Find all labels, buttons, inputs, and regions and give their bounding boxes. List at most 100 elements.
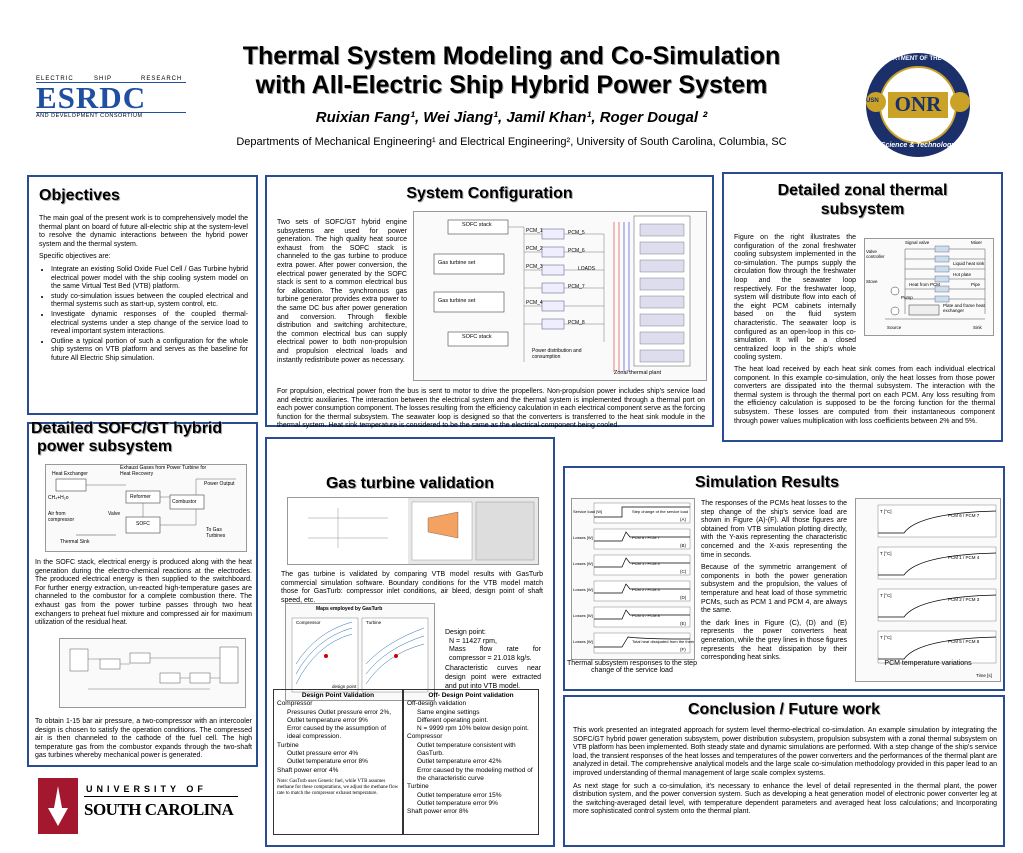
subplot-frame [877,630,997,664]
characteristic-text: Characteristic curves near design point … [445,665,541,690]
label-liquid-heat-sink: Liquid heat sink [953,261,985,266]
series-line [594,609,690,620]
label-pcm1: PCM_1 [526,228,543,234]
design-point-mass: Mass flow rate for compressor = 21.018 k… [449,646,541,662]
table-row: Outlet temperature error 9% [417,799,498,807]
objectives-body: The main goal of the present work is to … [39,215,248,365]
subplot-tag: (C) [680,569,687,574]
table-turbine: Turbine [277,741,299,749]
objectives-panel: Objectives The main goal of the present … [27,175,258,415]
label-pcm2: PCM_2 [526,246,543,252]
zonal-title-line2: subsystem [820,201,905,218]
list-item: Investigate dynamic responses of the cou… [51,311,248,337]
design-point-table: Design Point Validation Compressor Press… [273,689,403,835]
onr-ring-bottom: Science & Technology [880,142,956,149]
y-axis-label: Losses [W] [573,639,593,644]
esrdc-top-mid: SHIP [94,76,113,82]
label-sofc-stack-bottom: SOFC stack [462,334,492,340]
objectives-title: Objectives [39,187,120,204]
y-axis-label: T [°C] [880,635,891,640]
simulation-title: Simulation Results [695,474,840,491]
table-off: Off-design validation [407,700,467,708]
zonal-text1: Figure on the right illustrates the conf… [734,234,856,362]
label-hot-plate: Hot plate [953,272,972,277]
subplot-frame [593,528,691,550]
simulation-text1: The responses of the PCMs heat losses to… [701,500,847,559]
subplot-tag: (B) [680,543,687,548]
table-shaft: Shaft power error 4% [277,767,399,775]
map-design-point: design point [332,684,357,689]
y-axis-label: Losses [W] [573,561,593,566]
thermal-response-figure: Service load [W]Step change of the servi… [571,498,709,660]
subplot-annotation: PCM 6 / PCM 7 [948,513,980,518]
label-heat-exchanger: Heat Exchanger [52,471,88,477]
y-axis-label: Losses [W] [573,613,593,618]
design-point-block: Design point: N = 11427 rpm, Mass flow r… [445,629,541,691]
conclusion-title: Conclusion / Future work [687,701,880,718]
label-sink: Sink [973,325,982,330]
subplot-tag: (A) [680,517,687,522]
label-signal-valve: Signal valve [905,240,930,245]
y-axis-label: Losses [W] [573,587,593,592]
subplot-frame [593,632,691,654]
y-axis-label: T [°C] [880,509,891,514]
label-loads: LOADS [578,266,595,272]
label-pcm7: PCM_7 [568,284,585,290]
map-compressor: Compressor [296,620,321,625]
series-line [594,531,690,542]
system-config-title: System Configuration [406,185,573,202]
esrdc-top-right: RESEARCH [141,76,183,82]
subplot-annotation: PCM 2 / PCM 3 [948,597,980,602]
simulation-panel: Simulation Results Service load [W]Step … [563,466,1005,691]
label-gas-turbine-top: Gas turbine set [438,260,476,266]
subplot-frame [593,606,691,628]
poster-title-line1: Thermal System Modeling and Co-Simulatio… [242,42,781,70]
subplot-frame [877,504,997,538]
x-axis-label: Time [s] [976,673,992,678]
simulation-text2: Because of the symmetric arrangement of … [701,564,847,615]
series-line [594,583,690,594]
label-thermal-sink: Thermal Sink [60,539,90,545]
label-pump: Pump [901,295,913,300]
onr-ring-top: DEPARTMENT OF THE NAVY [876,56,960,62]
subplot-frame [593,502,691,524]
zonal-panel: Detailed zonal thermal subsystem Figure … [722,172,1003,442]
system-config-bottom-text: For propulsion, electrical power from th… [277,388,705,430]
map-turbine: Turbine [366,620,382,625]
sofc-text2: To obtain 1-15 bar air pressure, a two-c… [35,718,252,760]
subplot-tag: (E) [680,621,687,626]
label-pcm4: PCM_4 [526,300,543,306]
zonal-title-line1: Detailed zonal thermal [777,182,948,199]
label-sofc-stack-top: SOFC stack [462,222,492,228]
subplot-annotation: PCM 1 / PCM 4 [948,555,980,560]
subplot-annotation: PCM 5 / PCM 8 [632,613,661,618]
system-config-diagram: SOFC stack SOFC stack Gas turbine set Ga… [413,211,707,381]
label-plate-hx: Plate and frame heat exchanger [943,303,985,313]
list-item: Integrate an existing Solid Oxide Fuel C… [51,266,248,292]
zonal-text2: The heat load received by each heat sink… [734,366,995,425]
label-valve-controller: Valve controller [866,249,885,259]
table-title: Off- Design Point validation [428,692,514,699]
design-point-label: Design point: [445,629,486,636]
label-pipe: Pipe [971,282,981,287]
objectives-intro: The main goal of the present work is to … [39,215,248,248]
usc-top-text: UNIVERSITY OF [86,784,207,794]
table-row: Outlet temperature consistent with GasTu… [417,741,516,758]
table-turbine: Turbine [407,783,429,791]
label-air-from-compressor: Air from compressor [48,511,75,523]
usc-seal-icon [38,778,78,834]
table-row: Outlet temperature error 9% [287,716,368,724]
thermal-response-caption: Thermal subsystem responses to the step … [567,660,697,674]
table-compressor: Compressor [277,700,313,708]
table-row: Different operating point. [417,716,489,724]
label-combustor: Combustor [172,499,197,505]
table-row: Outlet pressure error 4% [287,750,359,758]
subplot-frame [877,546,997,580]
table-shaft-label: Shaft power error [277,766,328,774]
usc-bottom-text: SOUTH CAROLINA [84,800,234,819]
subplot-tag: (F) [680,647,686,652]
sofc-circuit-diagram [59,638,246,708]
label-pcm8: PCM_8 [568,320,585,326]
list-item: study co-simulation issues between the c… [51,293,248,310]
